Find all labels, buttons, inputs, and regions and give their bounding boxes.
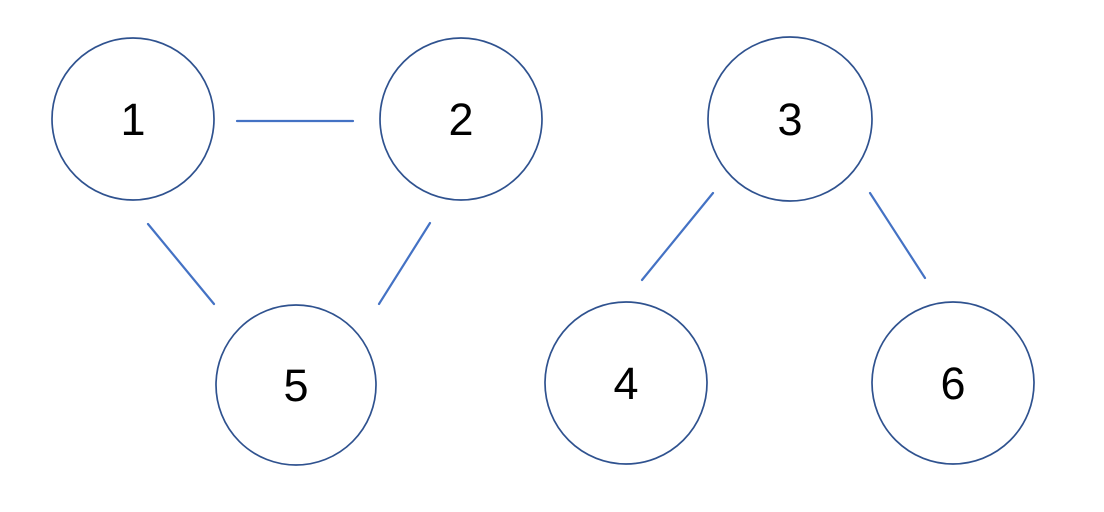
node-5-circle [215, 304, 377, 466]
node-4-circle [544, 301, 708, 465]
node-2-circle [379, 37, 543, 201]
node-3-label: 3 [777, 94, 802, 145]
node-4-label: 4 [613, 358, 638, 409]
node-1: 1 [51, 37, 215, 201]
node-6-label: 6 [940, 358, 965, 409]
edge-3-4 [640, 191, 715, 282]
node-2-label: 2 [448, 94, 473, 145]
node-5: 5 [215, 304, 377, 466]
edge-3-6 [868, 191, 927, 280]
node-6-circle [871, 301, 1035, 465]
node-5-label: 5 [283, 360, 308, 411]
node-4: 4 [544, 301, 708, 465]
node-1-label: 1 [120, 94, 145, 145]
node-6: 6 [871, 301, 1035, 465]
node-3-circle [707, 36, 873, 202]
node-1-circle [51, 37, 215, 201]
edge-2-5 [377, 221, 432, 306]
node-3: 3 [707, 36, 873, 202]
node-2: 2 [379, 37, 543, 201]
edge-1-5 [146, 222, 216, 306]
